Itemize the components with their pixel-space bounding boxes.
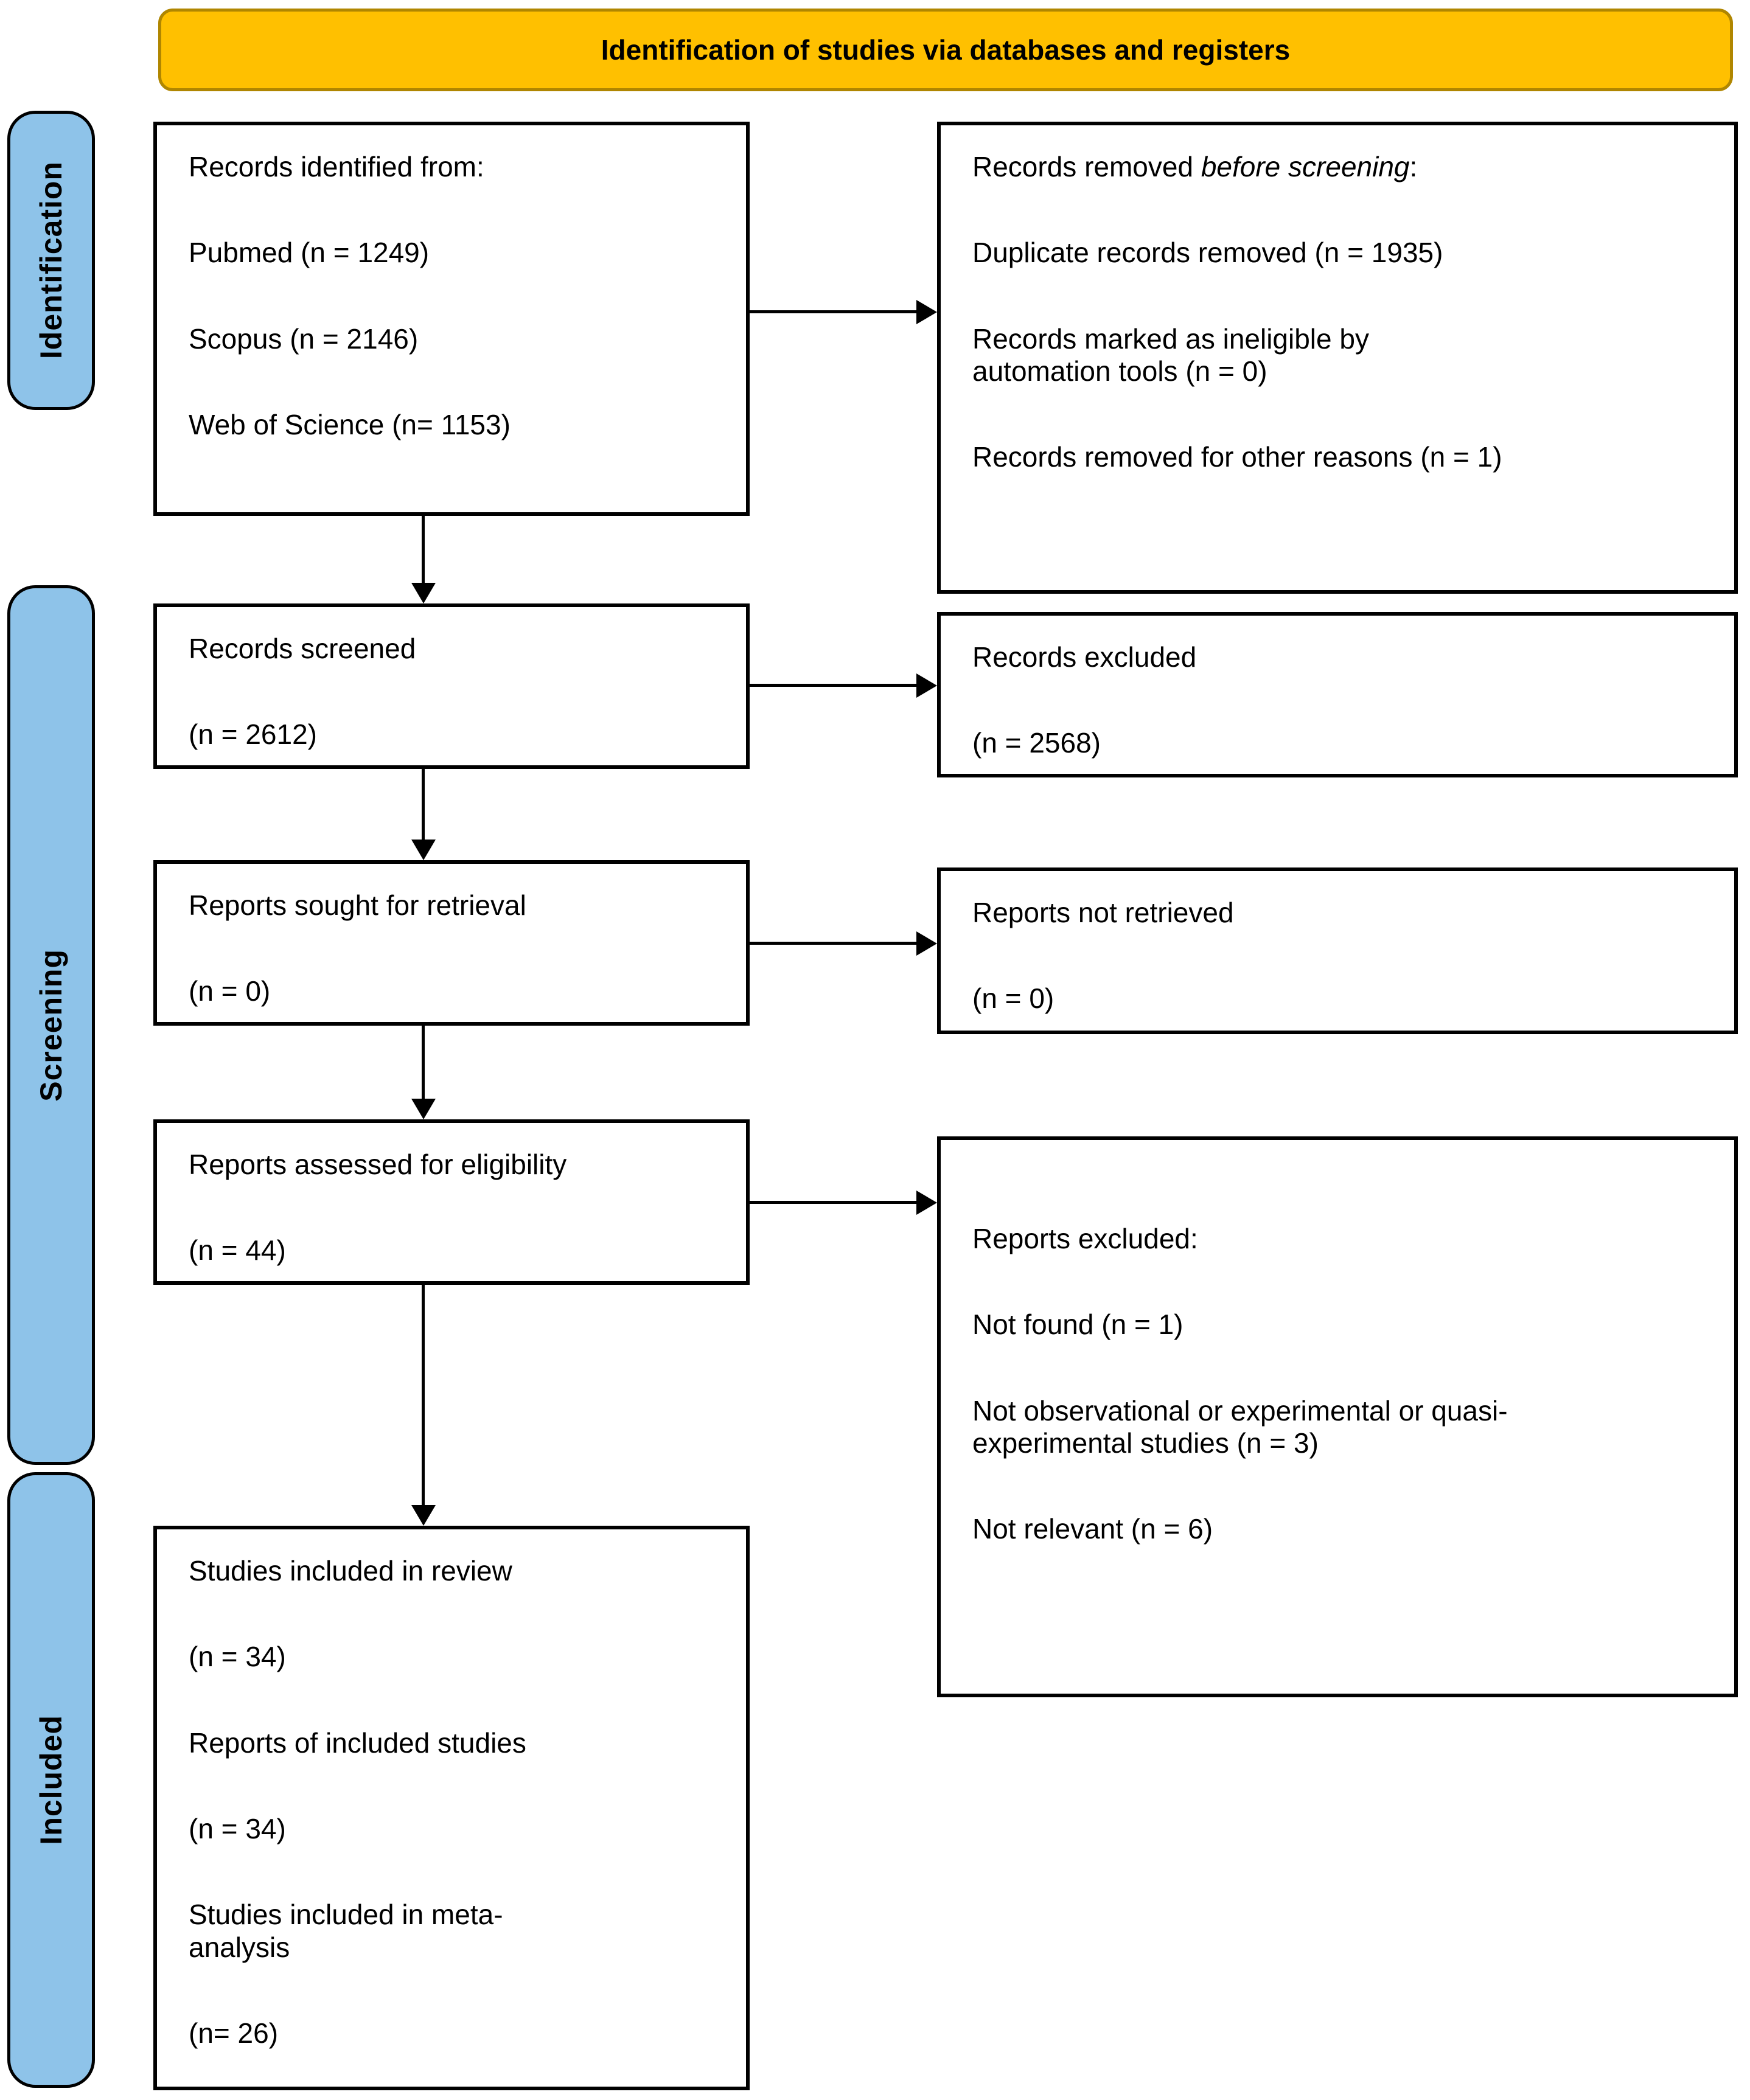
records-excluded-label: Records excluded [972, 641, 1197, 673]
box-reports-assessed: Reports assessed for eligibility (n = 44… [153, 1119, 750, 1285]
records-excluded-count: (n = 2568) [972, 727, 1101, 759]
records-removed-item-other: Records removed for other reasons (n = 1… [972, 441, 1502, 473]
records-removed-heading-suffix: : [1409, 151, 1418, 183]
arrow-screened-to-excluded [750, 684, 916, 687]
records-removed-item-duplicates: Duplicate records removed (n = 1935) [972, 237, 1443, 269]
arrow-sought-to-not-retrieved [750, 942, 916, 945]
records-screened-count: (n = 2612) [189, 718, 317, 751]
box-reports-sought: Reports sought for retrieval (n = 0) [153, 860, 750, 1026]
reports-not-retrieved-label: Reports not retrieved [972, 897, 1234, 928]
stage-label-identification: Identification [34, 161, 68, 360]
reports-excluded-item-not-found: Not found (n = 1) [972, 1309, 1184, 1341]
stage-pill-included: Included [7, 1472, 95, 2088]
box-records-screened: Records screened (n = 2612) [153, 603, 750, 769]
arrow-screened-to-sought [422, 769, 425, 840]
box-records-identified: Records identified from: Pubmed (n = 124… [153, 122, 750, 516]
reports-sought-label: Reports sought for retrieval [189, 889, 526, 921]
reports-sought-count: (n = 0) [189, 975, 271, 1007]
studies-meta-analysis-count: (n= 26) [189, 2017, 279, 2050]
diagram-title: Identification of studies via databases … [601, 34, 1291, 66]
arrow-assessed-to-reports-excluded [750, 1201, 916, 1204]
reports-assessed-count: (n = 44) [189, 1234, 286, 1267]
stage-label-screening: Screening [34, 948, 68, 1102]
box-reports-excluded: Reports excluded: Not found (n = 1) Not … [937, 1136, 1738, 1697]
records-removed-heading-prefix: Records removed [972, 151, 1201, 183]
arrow-identified-to-removed [750, 310, 916, 313]
box-records-removed: Records removed before screening: Duplic… [937, 122, 1738, 594]
box-records-excluded: Records excluded (n = 2568) [937, 612, 1738, 777]
stage-pill-identification: Identification [7, 111, 95, 410]
records-identified-item-pubmed: Pubmed (n = 1249) [189, 237, 430, 269]
reports-excluded-item-not-relevant: Not relevant (n = 6) [972, 1513, 1213, 1545]
reports-assessed-label: Reports assessed for eligibility [189, 1149, 567, 1180]
records-identified-item-scopus: Scopus (n = 2146) [189, 322, 419, 355]
reports-included-count: (n = 34) [189, 1813, 286, 1845]
studies-meta-analysis-label: Studies included in meta-analysis [189, 1899, 503, 1963]
reports-excluded-heading: Reports excluded: [972, 1223, 1198, 1254]
records-screened-label: Records screened [189, 633, 416, 664]
reports-included-label: Reports of included studies [189, 1726, 526, 1759]
box-reports-not-retrieved: Reports not retrieved (n = 0) [937, 867, 1738, 1034]
studies-included-review-count: (n = 34) [189, 1641, 286, 1673]
records-removed-heading-italic: before screening [1201, 151, 1410, 183]
diagram-title-banner: Identification of studies via databases … [158, 9, 1733, 91]
stage-pill-screening: Screening [7, 585, 95, 1465]
arrow-assessed-to-included [422, 1285, 425, 1505]
studies-included-review-label: Studies included in review [189, 1555, 512, 1587]
records-removed-heading: Records removed before screening: [972, 151, 1710, 183]
reports-not-retrieved-count: (n = 0) [972, 982, 1055, 1015]
box-studies-included: Studies included in review (n = 34) Repo… [153, 1526, 750, 2090]
arrow-identified-to-screened [422, 516, 425, 583]
records-identified-item-wos: Web of Science (n= 1153) [189, 409, 511, 441]
arrow-sought-to-assessed [422, 1026, 425, 1099]
records-removed-item-automation: Records marked as ineligible by automati… [972, 322, 1369, 388]
reports-excluded-item-not-observational: Not observational or experimental or qua… [972, 1394, 1508, 1459]
stage-label-included: Included [34, 1715, 68, 1845]
records-identified-heading: Records identified from: [189, 151, 484, 183]
